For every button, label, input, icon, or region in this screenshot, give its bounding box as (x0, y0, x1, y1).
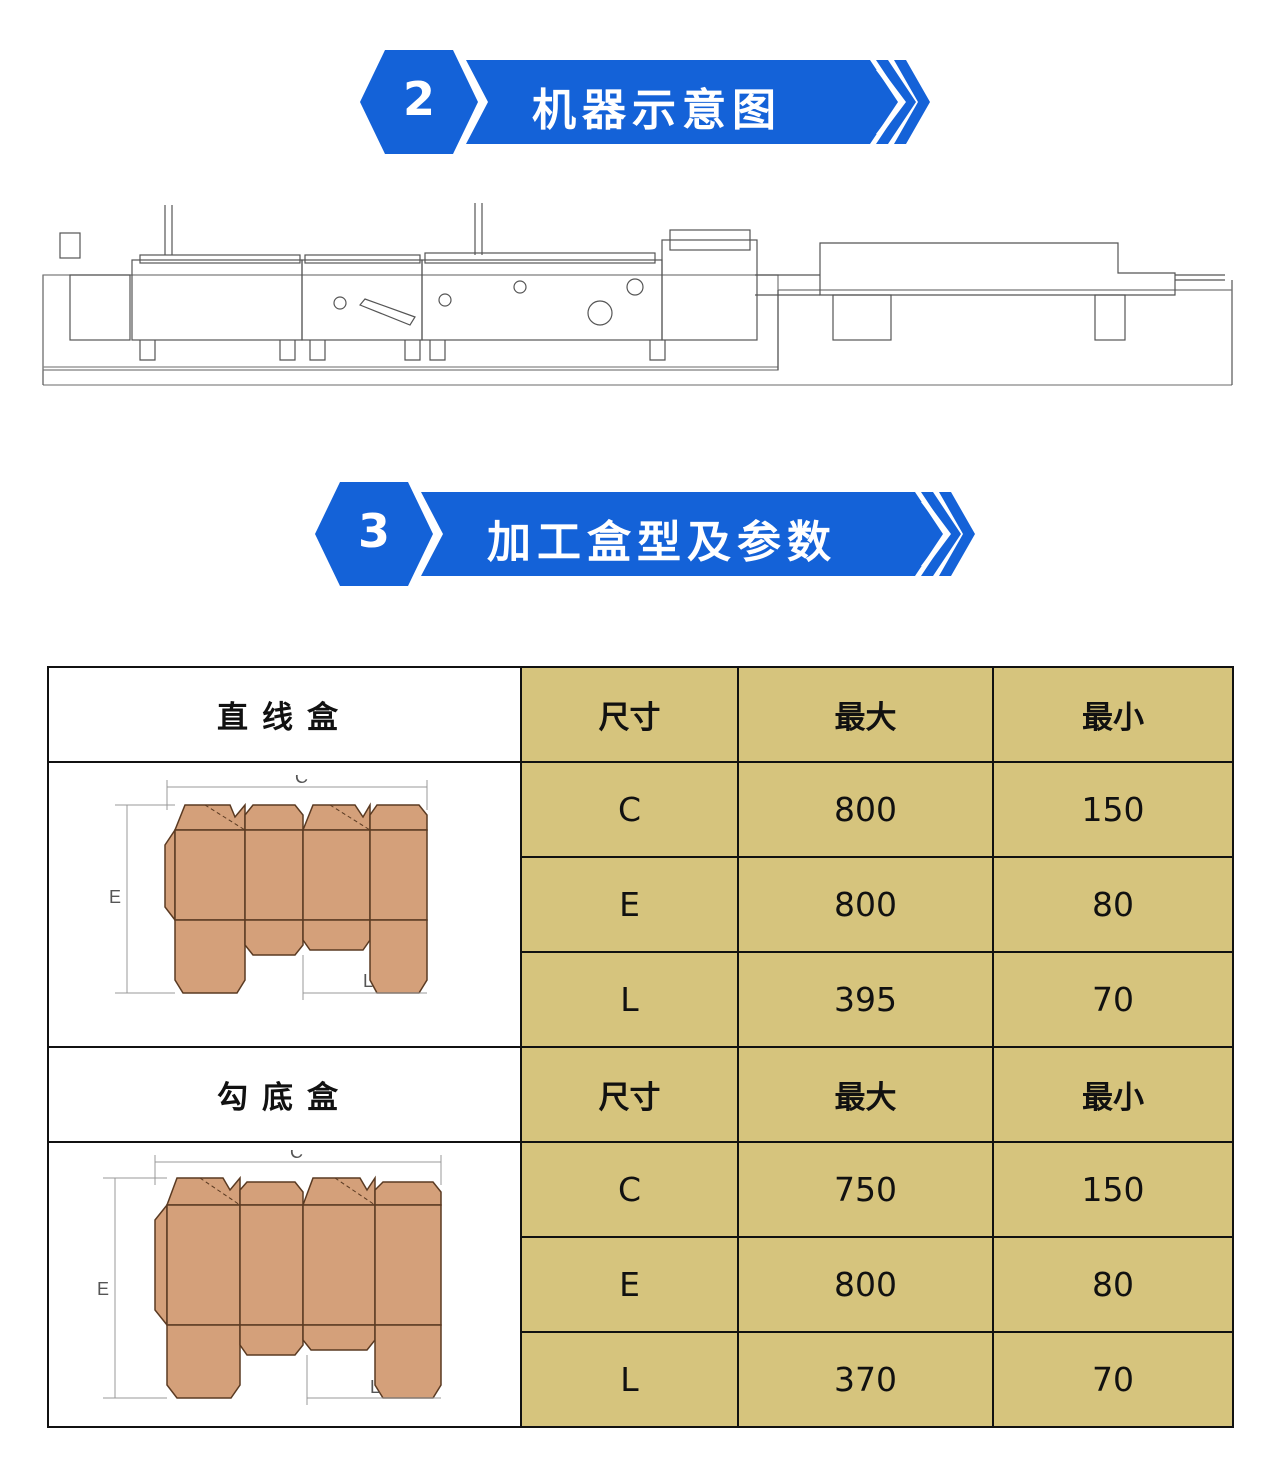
dimension-label-e: E (97, 1279, 109, 1299)
max-value-cell: 800 (737, 761, 994, 858)
max-value-cell: 750 (737, 1141, 994, 1238)
table-header-row: 直线盒 尺寸 最大 最小 (47, 666, 1234, 763)
table-row: C E L C 750 150 (47, 1141, 1234, 1428)
table-row: L 370 70 (48, 1331, 1234, 1428)
dimension-cell: L (520, 951, 739, 1048)
dimension-cell: E (520, 856, 739, 953)
box-type-name: 勾底盒 (47, 1046, 522, 1143)
dimension-cell: E (520, 1236, 739, 1333)
table-row: L 395 70 (48, 951, 1234, 1048)
dimension-label-e: E (109, 887, 121, 907)
box-spec-table: 直线盒 尺寸 最大 最小 (47, 666, 1234, 1428)
banner-shape (360, 50, 930, 154)
dimension-cell: C (520, 761, 739, 858)
column-header-size: 尺寸 (520, 1046, 739, 1143)
hook-bottom-box-diagram: C E L (47, 1141, 522, 1428)
dimension-label-c: C (290, 1150, 303, 1162)
column-header-max: 最大 (737, 1046, 994, 1143)
max-value-cell: 800 (737, 1236, 994, 1333)
banner-title: 加工盒型及参数 (487, 517, 837, 568)
min-value-cell: 70 (992, 1331, 1234, 1428)
section-banner-box-types: 3 加工盒型及参数 (315, 482, 975, 586)
dimension-label-c: C (295, 775, 308, 787)
max-value-cell: 800 (737, 856, 994, 953)
min-value-cell: 80 (992, 856, 1234, 953)
dimension-cell: C (520, 1141, 739, 1238)
table-row: E 800 80 (48, 856, 1234, 953)
max-value-cell: 395 (737, 951, 994, 1048)
table-header-row: 勾底盒 尺寸 最大 最小 (47, 1046, 1234, 1143)
dimension-label-l: L (370, 1377, 380, 1397)
min-value-cell: 70 (992, 951, 1234, 1048)
straight-line-box-icon: C E L (109, 775, 428, 1000)
box-type-name: 直线盒 (47, 666, 522, 763)
machine-diagram (40, 195, 1240, 394)
banner-shape (315, 482, 975, 586)
min-value-cell: 80 (992, 1236, 1234, 1333)
banner-number: 3 (357, 504, 390, 558)
column-header-min: 最小 (992, 1046, 1234, 1143)
column-header-size: 尺寸 (520, 666, 739, 763)
banner-number: 2 (402, 72, 435, 126)
table-row: E 800 80 (48, 1236, 1234, 1333)
dimension-cell: L (520, 1331, 739, 1428)
straight-box-diagram: C E L (47, 761, 522, 1048)
table-row: C E L C 800 150 (47, 761, 1234, 1048)
folder-gluer-machine-icon (42, 203, 1233, 386)
min-value-cell: 150 (992, 761, 1234, 858)
column-header-max: 最大 (737, 666, 994, 763)
min-value-cell: 150 (992, 1141, 1234, 1238)
max-value-cell: 370 (737, 1331, 994, 1428)
column-header-min: 最小 (992, 666, 1234, 763)
section-banner-machine-diagram: 2 机器示意图 (360, 50, 930, 154)
hook-bottom-box-icon: C E L (97, 1150, 442, 1405)
banner-title: 机器示意图 (532, 85, 782, 136)
dimension-label-l: L (363, 971, 373, 991)
